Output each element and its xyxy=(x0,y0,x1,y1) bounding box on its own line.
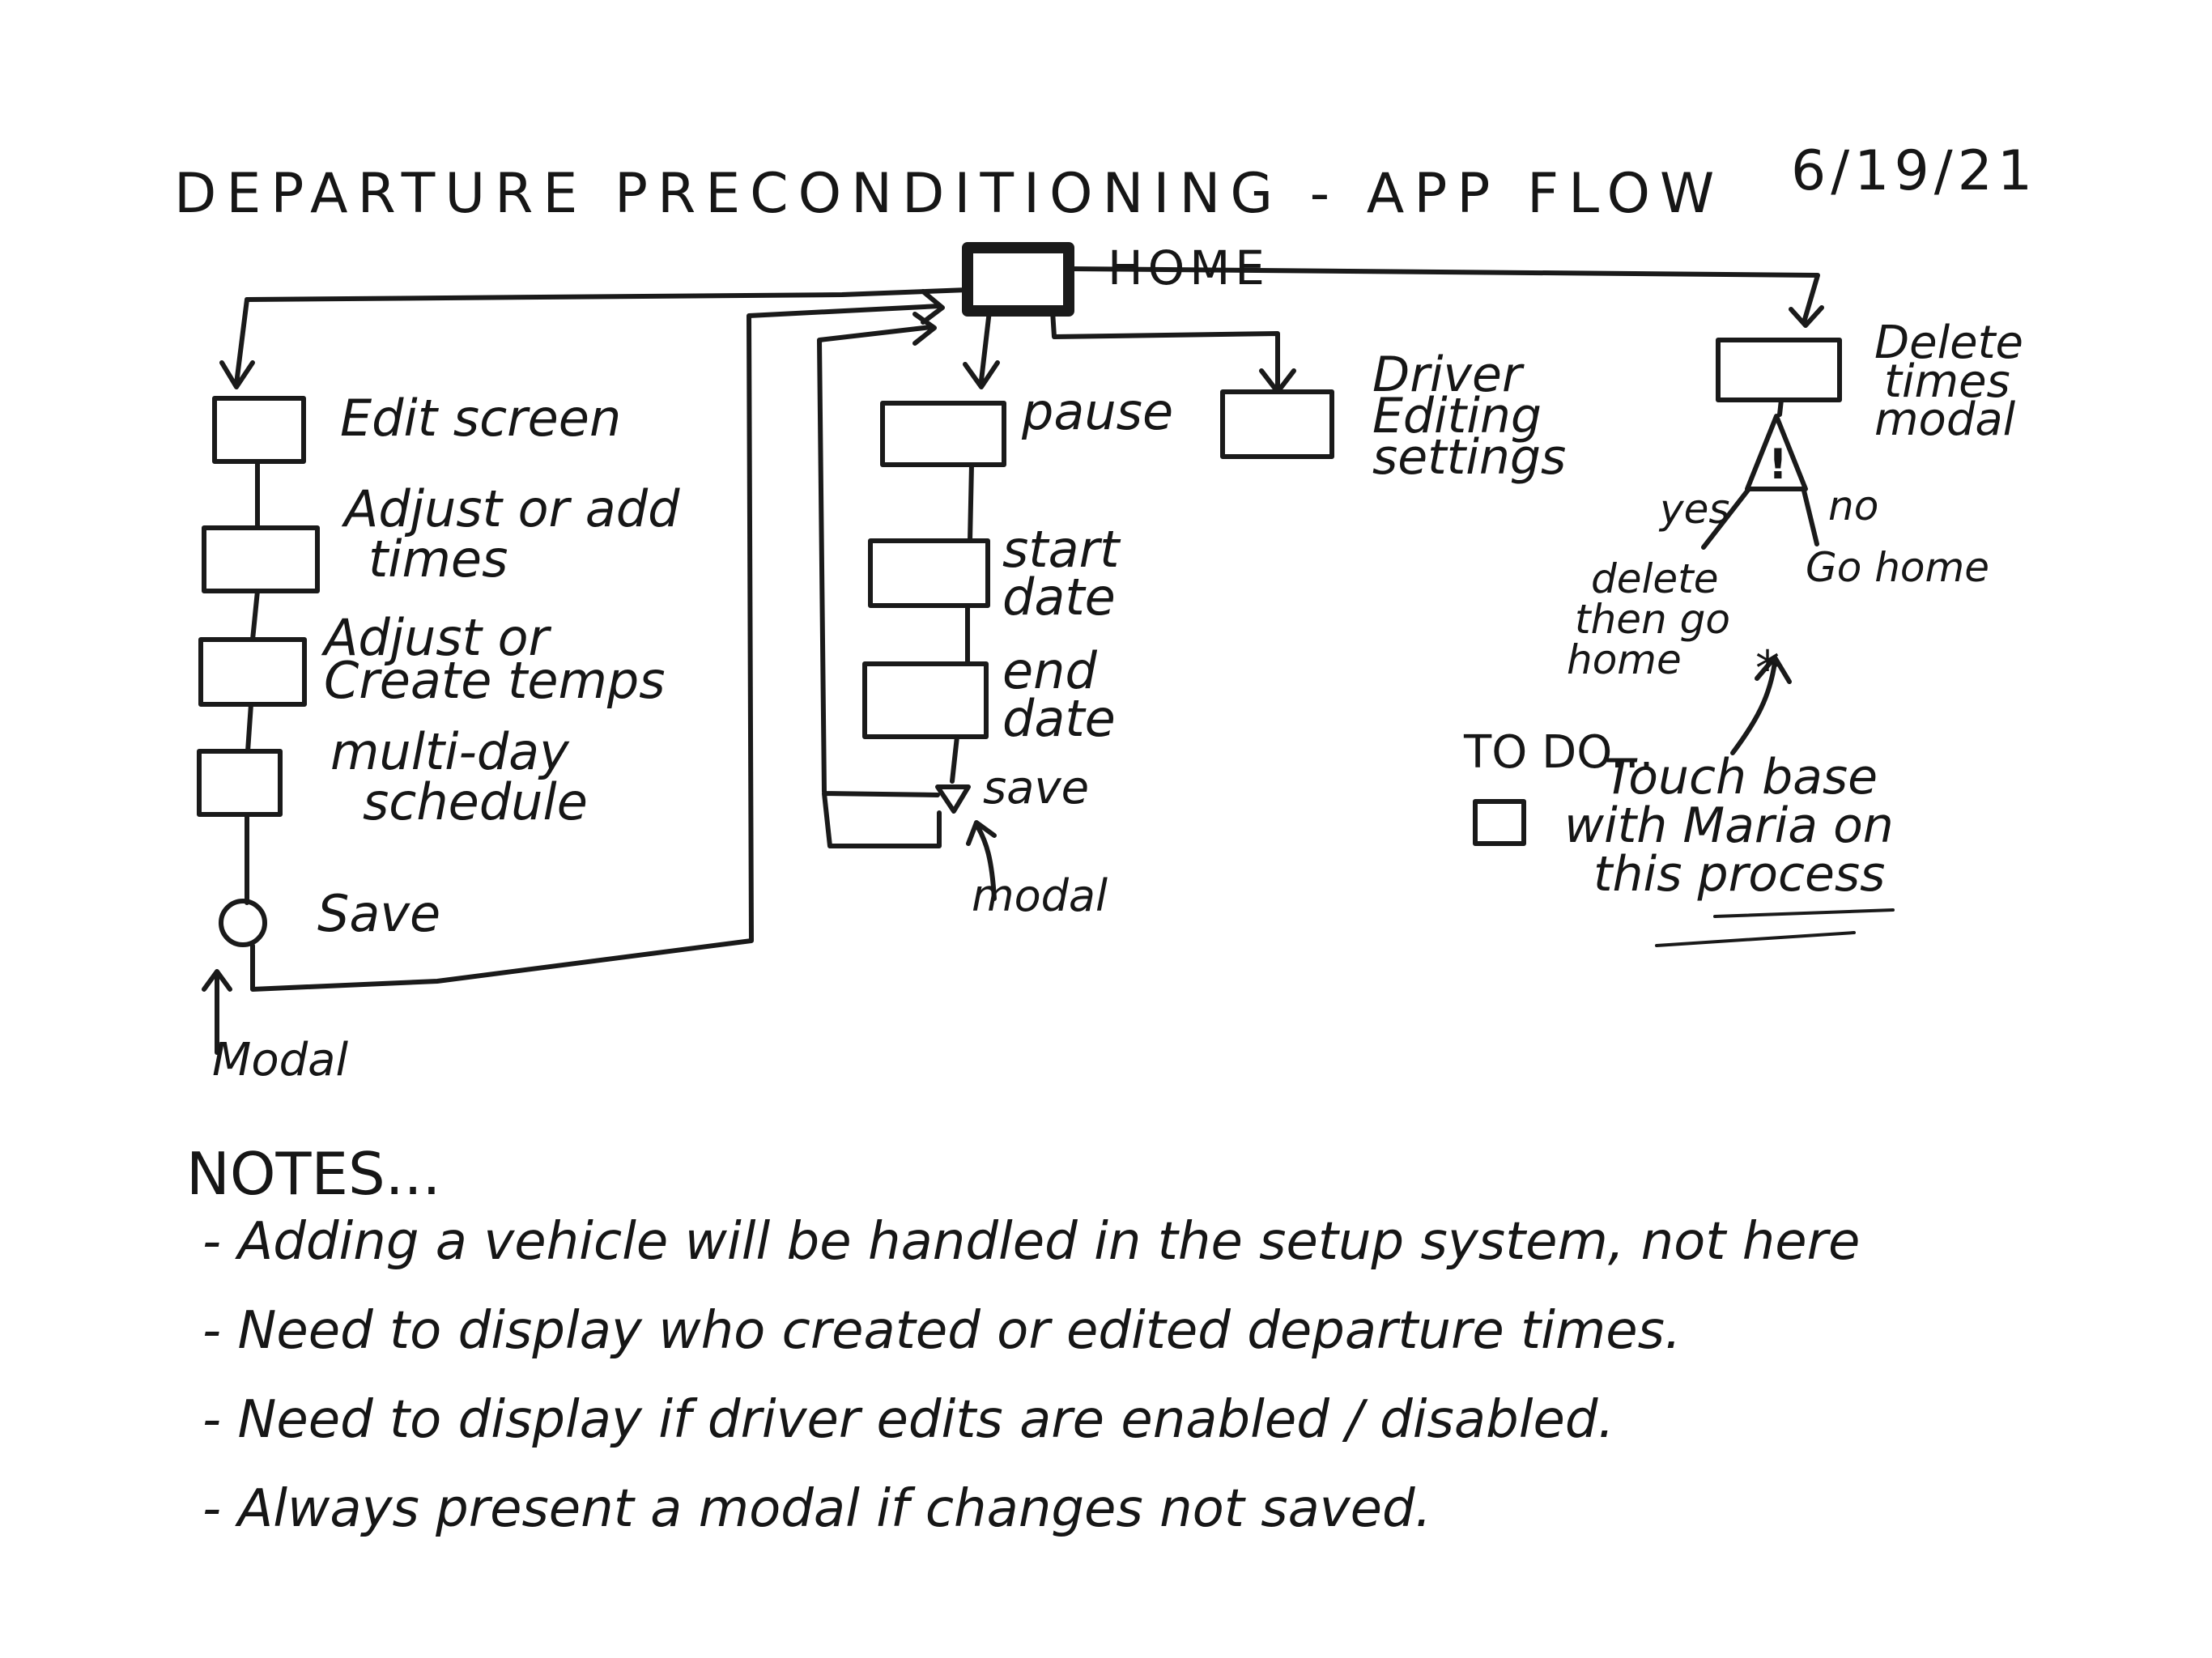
todo-item-line-3: this process xyxy=(1593,846,1886,903)
start-date-label: start date xyxy=(1002,520,1120,627)
end-date-line-1: end xyxy=(1002,641,1097,700)
page-date: 6/19/21 xyxy=(1791,139,2038,203)
edit-screen-box xyxy=(212,396,306,464)
home-to-driver-connector xyxy=(1050,308,1280,389)
end-date-line-2: date xyxy=(1002,688,1116,748)
start-date-line-2: date xyxy=(1002,567,1116,627)
todo-arrowhead xyxy=(1755,655,1792,684)
edit-modal-arrowhead xyxy=(202,969,232,992)
edit-modal-label: Modal xyxy=(212,1034,348,1086)
edit-vertical-connector xyxy=(245,459,260,905)
end-date-box xyxy=(862,661,989,739)
home-to-edit-connector xyxy=(234,287,970,386)
adjust-times-line-1: Adjust or add xyxy=(344,479,680,538)
edit-save-label: Save xyxy=(317,884,441,943)
driver-line-2: Editing xyxy=(1372,388,1542,444)
note-item-4: - Always present a modal if changes not … xyxy=(202,1479,1431,1539)
home-to-edit-arrowhead xyxy=(219,360,255,389)
no-label: no xyxy=(1828,483,1879,529)
delete-line-3: modal xyxy=(1874,393,2016,447)
edit-save-return-line xyxy=(250,304,942,992)
multi-day-line-2: schedule xyxy=(363,772,588,831)
driver-box xyxy=(1220,389,1334,459)
pause-save-label: save xyxy=(983,762,1090,814)
home-to-delete-arrowhead xyxy=(1789,305,1824,328)
home-to-delete-connector xyxy=(1066,266,1820,325)
multi-day-label: multi-day schedule xyxy=(330,727,588,827)
adjust-times-box xyxy=(202,525,320,593)
driver-line-3: settings xyxy=(1372,429,1567,486)
pause-modal-arrowhead xyxy=(966,820,997,846)
home-to-pause-arrowhead xyxy=(963,360,1000,389)
pause-modal-arrow xyxy=(976,825,997,901)
adjust-times-label: Adjust or add times xyxy=(344,484,679,585)
yes-result-label: delete then go home xyxy=(1567,559,1730,680)
note-item-3: - Need to display if driver edits are en… xyxy=(202,1390,1614,1450)
edit-screen-label: Edit screen xyxy=(340,389,622,448)
warning-icon: ! xyxy=(1768,440,1788,489)
page-title: DEPARTURE PRECONDITIONING - APP FLOW xyxy=(174,162,1725,226)
todo-arrow xyxy=(1730,660,1777,755)
delete-line-2: times xyxy=(1884,355,2010,408)
note-item-1: - Adding a vehicle will be handled in th… xyxy=(202,1212,1861,1272)
pause-return-arrowhead xyxy=(912,312,937,346)
delete-line-1: Delete xyxy=(1874,317,2023,369)
start-date-line-1: start xyxy=(1002,520,1120,579)
delete-box xyxy=(1716,338,1842,402)
delete-to-warning-connector xyxy=(1777,397,1784,417)
start-date-box xyxy=(868,538,990,608)
edit-save-circle xyxy=(219,899,267,947)
todo-item-line-2: with Maria on xyxy=(1564,797,1894,854)
home-box xyxy=(962,242,1074,317)
adjust-temps-box xyxy=(198,637,307,707)
todo-underline xyxy=(1655,908,1895,947)
yes-result-line-2: then go xyxy=(1575,596,1730,643)
multi-day-line-1: multi-day xyxy=(330,722,569,781)
adjust-temps-label: Adjust or Create temps xyxy=(324,608,666,710)
todo-star-mark: * xyxy=(1755,640,1780,697)
edit-return-arrowhead xyxy=(921,289,945,325)
yes-label: yes xyxy=(1660,486,1730,533)
todo-item: Touch base with Maria on this process xyxy=(1564,753,1894,899)
pause-vertical-connector xyxy=(950,462,974,784)
pause-box xyxy=(880,401,1006,467)
warning-no-branch xyxy=(1802,488,1819,546)
home-label: HOME xyxy=(1108,240,1270,295)
multi-day-box xyxy=(197,749,283,817)
todo-heading: TO DO... xyxy=(1464,726,1654,779)
notes-heading: NOTES... xyxy=(186,1140,441,1208)
pause-modal-label: modal xyxy=(972,870,1108,921)
pause-save-triangle xyxy=(935,784,971,814)
todo-checkbox xyxy=(1473,799,1526,846)
yes-result-line-3: home xyxy=(1567,636,1682,683)
adjust-temps-line-1: Adjust or xyxy=(324,608,550,667)
delete-label: Delete times modal xyxy=(1874,317,2023,447)
adjust-temps-line-2: Create temps xyxy=(324,650,666,710)
no-result-label: Go home xyxy=(1806,544,1989,591)
yes-result-line-1: delete xyxy=(1591,555,1719,602)
warning-yes-branch xyxy=(1701,487,1751,550)
end-date-label: end date xyxy=(1002,641,1116,748)
todo-item-line-1: Touch base xyxy=(1605,749,1878,806)
driver-line-1: Driver xyxy=(1372,346,1522,403)
home-to-pause-connector xyxy=(979,308,992,383)
pause-label: pause xyxy=(1022,382,1174,441)
adjust-times-line-2: times xyxy=(368,529,508,589)
note-item-2: - Need to display who created or edited … xyxy=(202,1301,1682,1361)
warning-triangle xyxy=(1745,414,1808,491)
driver-label: Driver Editing settings xyxy=(1372,346,1567,486)
pause-return-line xyxy=(817,325,942,848)
